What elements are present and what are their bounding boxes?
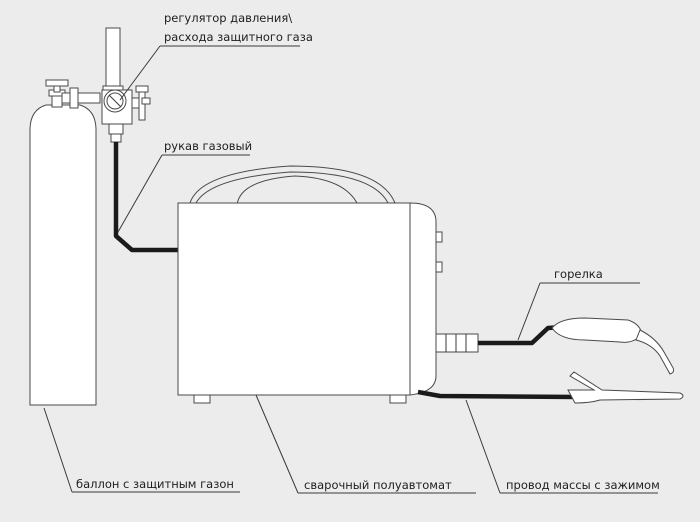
label-regulator-line2: расхода защитного газа xyxy=(164,30,313,44)
ground-cable-clamp xyxy=(417,371,684,404)
gas-cylinder xyxy=(29,79,101,406)
label-cylinder: баллон с защитным газон xyxy=(76,477,234,491)
welding-machine xyxy=(177,165,443,404)
welding-torch xyxy=(435,317,675,375)
pressure-regulator xyxy=(101,27,151,143)
label-gas-hose: рукав газовый xyxy=(164,139,252,153)
leader-lines xyxy=(43,45,658,494)
label-welding-machine: сварочный полуавтомат xyxy=(304,478,452,492)
gas-hose xyxy=(113,142,178,253)
label-torch: горелка xyxy=(554,267,603,281)
label-ground-cable: провод массы с зажимом xyxy=(506,478,660,492)
label-regulator-line1: регулятор давления\ xyxy=(164,11,292,25)
